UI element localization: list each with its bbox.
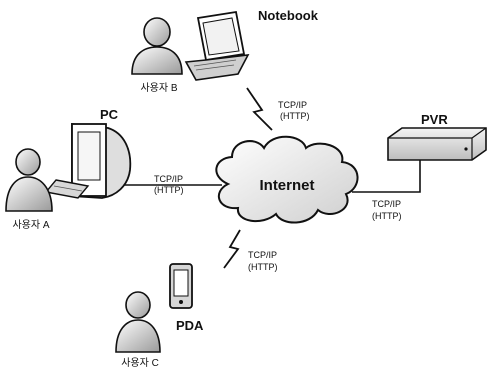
pvr-link-app: (HTTP) (372, 211, 402, 221)
pda-link-protocol: TCP/IP (248, 250, 277, 260)
pc-link-app: (HTTP) (154, 185, 184, 195)
internet-cloud-icon (215, 135, 359, 224)
notebook-link-app: (HTTP) (280, 111, 310, 121)
pda-link-app: (HTTP) (248, 262, 278, 272)
user-a-label: 사용자 A (12, 219, 49, 231)
user-b-label: 사용자 B (140, 82, 177, 94)
pvr-link-protocol: TCP/IP (372, 199, 401, 209)
pvr-label: PVR (421, 112, 448, 127)
user-c-icon (115, 291, 161, 353)
pda-label: PDA (176, 318, 204, 333)
pc-icon (44, 122, 132, 199)
wireless-bolt-pda (223, 229, 241, 269)
link-internet-pvr (352, 160, 421, 193)
pc-link-protocol: TCP/IP (154, 174, 183, 184)
notebook-label: Notebook (258, 8, 319, 23)
pvr-icon (387, 127, 487, 161)
notebook-icon (184, 10, 250, 81)
pc-label: PC (100, 107, 119, 122)
user-b-icon (131, 17, 183, 75)
user-a-icon (5, 148, 53, 212)
user-c-label: 사용자 C (121, 357, 159, 369)
pda-icon (169, 263, 193, 309)
wireless-bolt-notebook (246, 87, 273, 131)
notebook-link-protocol: TCP/IP (278, 100, 307, 110)
internet-label: Internet (259, 177, 314, 194)
